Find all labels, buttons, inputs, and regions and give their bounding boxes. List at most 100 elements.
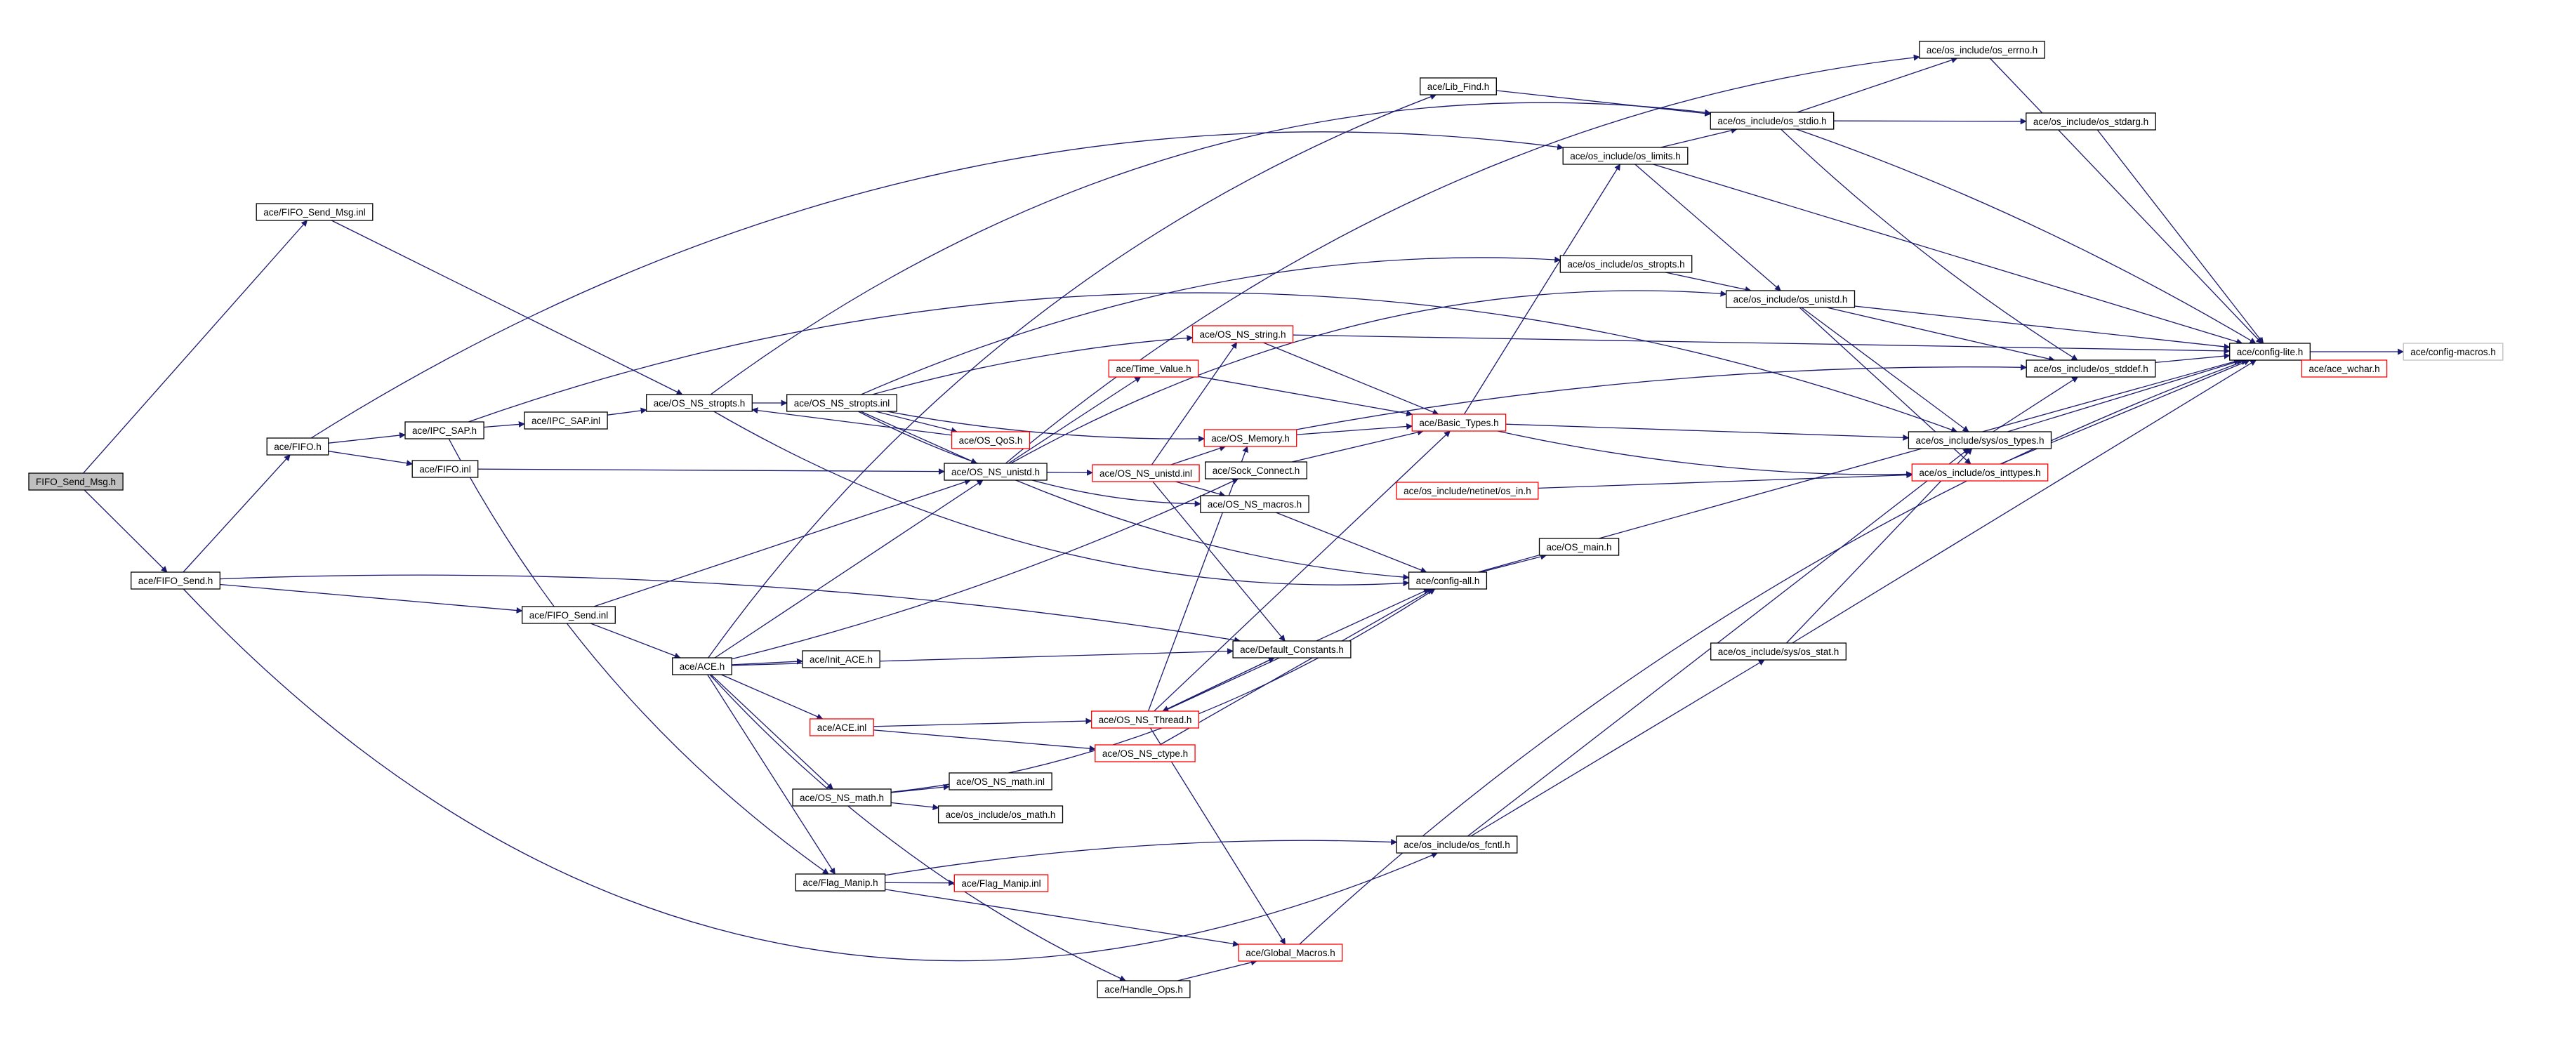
file-node[interactable]: ace/os_include/os_stdarg.h — [2026, 112, 2156, 131]
edge-n20-n29 — [873, 729, 1096, 752]
file-node[interactable]: ace/Init_ACE.h — [802, 650, 880, 668]
file-node[interactable]: ace/os_include/os_fcntl.h — [1396, 835, 1518, 854]
edge-n7-n37 — [710, 102, 1712, 395]
node-label: ace/os_include/os_stdio.h — [1717, 116, 1826, 126]
file-node[interactable]: ace/config-lite.h — [2229, 343, 2311, 361]
node-box — [2301, 359, 2388, 378]
node-box — [404, 421, 484, 439]
file-node[interactable]: ace/OS_NS_unistd.inl — [1092, 464, 1200, 482]
node-label: ace/OS_QoS.h — [959, 435, 1023, 446]
edge-n40-n47 — [1854, 305, 2231, 350]
edge-n39-n47 — [2096, 129, 2264, 344]
file-node[interactable]: ace/OS_NS_stropts.inl — [786, 394, 897, 412]
file-node[interactable]: ace/OS_NS_math.inl — [949, 772, 1052, 790]
file-node[interactable]: ace/os_include/os_stropts.h — [1559, 255, 1693, 273]
edge-n42-n41 — [1993, 376, 2079, 432]
file-node[interactable]: ace/config-macros.h — [2403, 343, 2504, 361]
file-node[interactable]: ace/Time_Value.h — [1108, 359, 1199, 378]
file-node[interactable]: ace/FIFO_Send_Msg.inl — [256, 203, 374, 221]
file-node[interactable]: ace/OS_QoS.h — [951, 431, 1031, 449]
node-label: ace/Default_Constants.h — [1240, 644, 1344, 655]
file-node[interactable]: ace/os_include/os_stddef.h — [2026, 359, 2156, 378]
node-label: ace/FIFO_Send.inl — [529, 610, 609, 621]
file-node[interactable]: ace/OS_NS_math.h — [792, 788, 892, 807]
node-box — [2229, 343, 2311, 361]
edge-n8-n9 — [875, 411, 958, 434]
edge-n26-n27 — [1177, 959, 1257, 981]
node-label: ace/Flag_Manip.h — [802, 878, 878, 888]
node-box — [256, 203, 374, 221]
file-node[interactable]: ace/FIFO.inl — [411, 460, 479, 478]
node-label: ace/Global_Macros.h — [1246, 948, 1335, 958]
node-box — [944, 463, 1048, 481]
file-node[interactable]: ace/os_include/os_limits.h — [1562, 147, 1689, 165]
edge-n27-n47 — [1299, 359, 2248, 945]
file-node[interactable]: ace/OS_NS_ctype.h — [1095, 744, 1196, 762]
file-node[interactable]: ace/os_include/os_stdio.h — [1710, 112, 1835, 130]
node-box — [1191, 325, 1294, 343]
file-node[interactable]: ace/OS_NS_Thread.h — [1090, 710, 1200, 729]
edge-n2-n3 — [183, 454, 291, 573]
file-node[interactable]: ace/Global_Macros.h — [1238, 944, 1343, 962]
node-box — [2026, 359, 2156, 378]
node-label: ace/os_include/sys/os_types.h — [1915, 435, 2044, 446]
edge-n18-n26 — [709, 674, 1126, 981]
file-node[interactable]: ace/OS_main.h — [1538, 538, 1620, 556]
file-node[interactable]: ace/FIFO.h — [266, 437, 329, 456]
edge-n8-n14 — [886, 411, 1206, 442]
file-node[interactable]: ace/Sock_Connect.h — [1205, 461, 1307, 479]
node-label: ace/ACE.inl — [817, 722, 867, 733]
file-node[interactable]: ace/config-all.h — [1408, 571, 1488, 590]
file-node[interactable]: ace/OS_NS_string.h — [1191, 325, 1294, 343]
edge-n40-n41 — [1826, 307, 2055, 362]
node-label: ace/OS_NS_stropts.inl — [794, 398, 890, 409]
edge-n12-n47 — [1293, 334, 2231, 355]
edge-n3-n4 — [328, 432, 406, 444]
file-node[interactable]: ace/IPC_SAP.h — [404, 421, 484, 439]
file-node[interactable]: ace/os_include/netinet/os_in.h — [1396, 482, 1539, 500]
file-node[interactable]: ace/os_include/sys/os_stat.h — [1710, 642, 1847, 661]
file-node[interactable]: ace/Flag_Manip.inl — [953, 874, 1049, 892]
edge-n33-n35 — [1463, 164, 1621, 415]
file-node[interactable]: ace/FIFO_Send.inl — [522, 606, 616, 624]
node-label: ace/Handle_Ops.h — [1104, 984, 1183, 995]
edge-n37-n47 — [1796, 128, 2257, 344]
file-node[interactable]: ace/FIFO_Send.h — [131, 571, 220, 590]
node-box — [2403, 343, 2504, 361]
file-node: FIFO_Send_Msg.h — [28, 472, 124, 491]
node-box — [266, 437, 329, 456]
node-box — [1420, 77, 1497, 95]
edge-n11-n33 — [1198, 376, 1413, 417]
edge-n0-n1 — [83, 220, 308, 474]
edge-n33-n42 — [1505, 423, 1910, 441]
file-node[interactable]: ace/os_include/os_unistd.h — [1725, 290, 1856, 308]
file-node[interactable]: ace/os_include/os_errno.h — [1919, 41, 2045, 59]
file-node[interactable]: ace/OS_NS_macros.h — [1200, 495, 1309, 513]
file-node[interactable]: ace/os_include/os_math.h — [937, 805, 1064, 823]
file-node[interactable]: ace/Flag_Manip.h — [795, 873, 886, 892]
edge-n35-n37 — [1660, 127, 1738, 148]
file-node[interactable]: ace/OS_Memory.h — [1203, 429, 1297, 447]
edge-n33-n43 — [1497, 430, 1913, 477]
edge-n18-n15 — [732, 478, 1239, 660]
file-node[interactable]: ace/ACE.h — [672, 657, 732, 675]
edge-n41-n47 — [2155, 352, 2231, 364]
edge-n5-n10 — [477, 468, 945, 475]
file-node[interactable]: ace/OS_NS_stropts.h — [646, 394, 753, 412]
file-node[interactable]: ace/os_include/os_inttypes.h — [1911, 463, 2049, 482]
file-node[interactable]: ace/IPC_SAP.inl — [524, 411, 608, 430]
file-node[interactable]: ace/os_include/sys/os_types.h — [1908, 431, 2052, 449]
file-node[interactable]: ace/OS_NS_unistd.h — [944, 463, 1048, 481]
node-label: ace/OS_Memory.h — [1211, 433, 1290, 444]
file-node[interactable]: ace/ACE.inl — [810, 718, 874, 736]
node-box — [937, 805, 1064, 823]
file-node[interactable]: ace/ace_wchar.h — [2301, 359, 2388, 378]
file-node[interactable]: ace/Lib_Find.h — [1420, 77, 1497, 95]
file-node[interactable]: ace/Basic_Types.h — [1411, 413, 1507, 432]
file-node[interactable]: ace/Default_Constants.h — [1232, 640, 1352, 659]
edge-n24-n27 — [885, 889, 1240, 947]
node-label: ace/OS_NS_string.h — [1199, 329, 1286, 340]
node-label: ace/OS_main.h — [1546, 542, 1611, 552]
node-label: ace/OS_NS_ctype.h — [1102, 748, 1188, 759]
file-node[interactable]: ace/Handle_Ops.h — [1097, 980, 1191, 998]
